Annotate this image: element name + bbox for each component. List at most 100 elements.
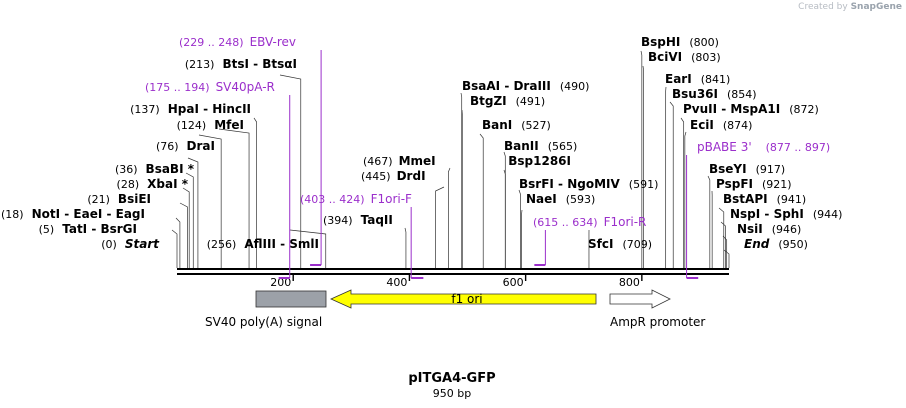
enzyme-name: AflIII - SmlI [244, 237, 319, 251]
primer-range: (877 .. 897) [766, 141, 831, 154]
enzyme-position: (941) [777, 193, 807, 206]
enzyme-leader-line [722, 235, 728, 268]
enzyme-position: (800) [689, 36, 719, 49]
primer-label: (615 .. 634)F1ori-R [533, 215, 646, 229]
enzyme-leader-line [179, 202, 188, 268]
enzyme-label: NaeI (593) [526, 192, 595, 206]
enzyme-label: PvuII - MspA1I(872) [683, 102, 819, 116]
ruler-tick-label: 600 [503, 276, 524, 289]
enzyme-name: MmeI [399, 154, 436, 168]
enzyme-name: End [744, 237, 770, 251]
enzyme-name: EciI [690, 118, 714, 132]
enzyme-label: NsiI(946) [737, 222, 801, 236]
enzyme-leader-line [448, 167, 451, 268]
enzyme-position: (256) [207, 238, 237, 251]
enzyme-leader-line [182, 187, 190, 268]
credit-prefix: Created by [798, 2, 848, 12]
enzyme-leader-line [218, 128, 250, 268]
enzyme-position: (76) [156, 140, 179, 153]
enzyme-leader-line [718, 207, 725, 268]
enzyme-position: (709) [622, 238, 652, 251]
enzyme-name: PspFI [716, 177, 753, 191]
feature-f1-ori [330, 289, 597, 309]
enzyme-name: TatI - BsrGI [62, 222, 137, 236]
enzyme-name: TaqII [361, 213, 393, 227]
enzyme-leader-line [720, 221, 726, 268]
enzyme-position: (872) [789, 103, 819, 116]
primer-name: F1ori-F [371, 192, 412, 206]
enzyme-name: HpaI - HincII [168, 102, 251, 116]
feature-label: f1 ori [451, 292, 482, 306]
enzyme-name: NspI - SphI [730, 207, 804, 221]
enzyme-name: Start [125, 237, 160, 251]
enzyme-position: (28) [117, 178, 140, 191]
enzyme-position: (445) [361, 170, 391, 183]
enzyme-position: (917) [756, 163, 786, 176]
enzyme-position: (874) [723, 119, 753, 132]
enzyme-leader-line [680, 117, 685, 268]
enzyme-label: (36)BsaBI * [115, 162, 195, 176]
enzyme-leader-line [640, 50, 643, 268]
enzyme-label: End (950) [744, 237, 808, 251]
enzyme-position: (124) [177, 119, 207, 132]
primer-label: (229 .. 248) EBV-rev [179, 35, 296, 49]
enzyme-label: (0) Start [101, 237, 160, 251]
ruler-tick-label: 200 [270, 276, 291, 289]
enzyme-position: (394) [323, 214, 353, 227]
enzyme-label: (445) DrdI [361, 169, 426, 183]
enzyme-label: (137)HpaI - HincII [130, 102, 251, 116]
enzyme-label: (124)MfeI [177, 118, 244, 132]
enzyme-leader-line [253, 117, 257, 268]
feature-sv40-polya [255, 290, 327, 308]
feature-ampr-promoter [609, 289, 671, 309]
enzyme-position: (0) [101, 238, 117, 251]
primer-label: (175 .. 194) SV40pA-R [145, 80, 275, 94]
enzyme-leader-line [684, 131, 687, 268]
primer-name: SV40pA-R [216, 80, 275, 94]
enzyme-leader-line [460, 92, 463, 268]
enzyme-label: NspI - SphI(944) [730, 207, 842, 221]
enzyme-name: NsiI [737, 222, 763, 236]
enzyme-position: (854) [727, 88, 757, 101]
enzyme-leader-line [435, 186, 445, 268]
enzyme-label: (28)XbaI * [117, 177, 189, 191]
enzyme-name: BsaAI - DraIII [462, 79, 551, 93]
enzyme-leader-line [723, 249, 730, 268]
enzyme-name: SfcI [588, 237, 613, 251]
sequence-backbone [177, 268, 729, 275]
enzyme-name: BtgZI [470, 94, 507, 108]
enzyme-position: (921) [762, 178, 792, 191]
enzyme-position: (491) [516, 95, 546, 108]
enzyme-position: (593) [566, 193, 596, 206]
enzyme-name: BtsI - BtsαI [222, 57, 297, 71]
enzyme-name: Bsu36I [672, 87, 718, 101]
primer-range: (175 .. 194) [145, 81, 210, 94]
enzyme-label: Bsp1286I [508, 154, 571, 168]
enzyme-leader-line [171, 229, 178, 268]
enzyme-label: BanI(527) [482, 118, 551, 132]
enzyme-leader-line [185, 172, 194, 268]
enzyme-name: NotI - EaeI - EagI [32, 207, 145, 221]
enzyme-label: BsrFI - NgoMIV (591) [519, 177, 658, 191]
enzyme-name: DraI [187, 139, 215, 153]
enzyme-label: (18) NotI - EaeI - EagI [1, 207, 145, 221]
enzyme-leader-line [642, 65, 644, 268]
enzyme-label: BanII(565) [504, 139, 577, 153]
enzyme-position: (18) [1, 208, 24, 221]
enzyme-leader-line [707, 175, 711, 268]
primer-name: F1ori-R [604, 215, 647, 229]
enzyme-position: (565) [548, 140, 578, 153]
enzyme-name: BsrFI - NgoMIV [519, 177, 620, 191]
enzyme-label: PspFI (921) [716, 177, 792, 191]
ruler-tick-label: 800 [619, 276, 640, 289]
enzyme-position: (591) [629, 178, 659, 191]
enzyme-position: (950) [778, 238, 808, 251]
enzyme-leader-line [669, 101, 674, 268]
enzyme-label: (394) TaqII [323, 213, 393, 227]
enzyme-name: BstAPI [723, 192, 768, 206]
primer-range: (229 .. 248) [179, 36, 244, 49]
primer-name: EBV-rev [250, 35, 296, 49]
enzyme-name: NaeI [526, 192, 557, 206]
enzyme-name: DrdI [397, 169, 426, 183]
